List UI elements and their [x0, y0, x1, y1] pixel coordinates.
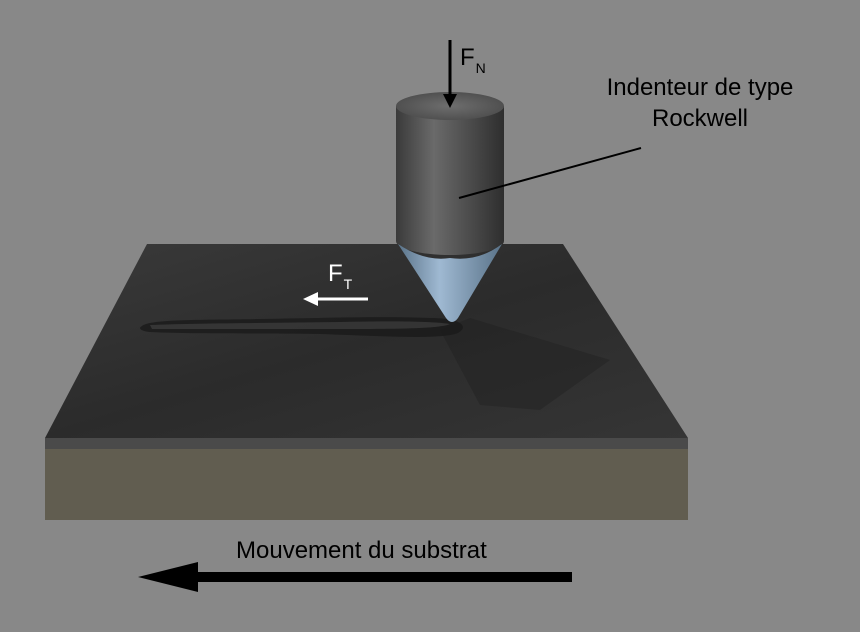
- normal-force-symbol: F: [460, 44, 475, 71]
- substrate-side: [45, 438, 688, 520]
- indenter-leader-line: [458, 147, 642, 199]
- substrate-motion-label: Mouvement du substrat: [236, 537, 487, 564]
- normal-force-label: FN: [460, 44, 486, 76]
- indenter-shadow: [440, 318, 610, 410]
- indenter-body: [396, 106, 504, 241]
- tangential-force-arrow-head: [303, 292, 318, 306]
- scratch-track-inner: [150, 321, 450, 329]
- tangential-force-symbol: F: [328, 260, 343, 287]
- indenter-label-line2: Rockwell: [651, 105, 749, 132]
- tangential-force-label: FT: [328, 260, 352, 292]
- tangential-force-subscript: T: [343, 276, 353, 292]
- indenter-label: Indenteur de type Rockwell: [560, 72, 840, 134]
- normal-force-arrow-head: [443, 94, 457, 108]
- substrate-edge: [45, 438, 688, 449]
- substrate-motion-arrow-head: [138, 562, 198, 592]
- indenter-bottom-edge: [396, 227, 504, 255]
- normal-force-subscript: N: [475, 60, 486, 76]
- substrate-top: [45, 244, 688, 438]
- indenter-label-line1: Indenteur de type: [606, 74, 794, 101]
- indenter-tip: [398, 244, 502, 322]
